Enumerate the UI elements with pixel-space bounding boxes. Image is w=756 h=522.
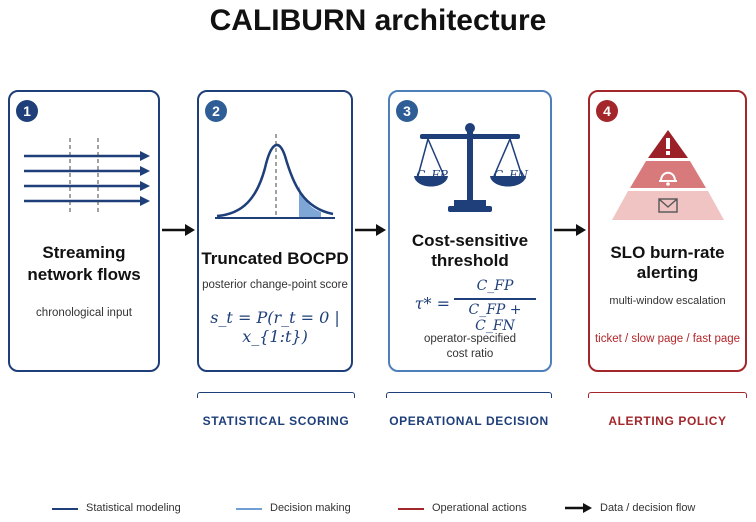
scale-left-label: C_FP bbox=[416, 168, 448, 182]
bracket-label-statistical-scoring: STATISTICAL SCORING bbox=[202, 414, 350, 428]
bracket-statistical-scoring bbox=[197, 392, 355, 398]
card-slo-alerting: 4 SLO burn-rate alerting multi-window es… bbox=[588, 90, 747, 372]
legend-flow-arrow-icon bbox=[565, 503, 592, 513]
scale-right-label: C_FN bbox=[493, 168, 528, 182]
card-subtitle-line1: operator-specified bbox=[423, 333, 517, 345]
card-title-line1: Streaming bbox=[42, 243, 126, 262]
card-subtitle-line2: cost ratio bbox=[446, 348, 494, 360]
card-title-line1: SLO burn-rate bbox=[610, 243, 725, 262]
step-badge-2: 2 bbox=[205, 100, 227, 122]
legend-label-statistical: Statistical modeling bbox=[86, 502, 181, 514]
diagram-title: CALIBURN architecture bbox=[209, 4, 547, 37]
balance-scale-icon bbox=[414, 123, 526, 212]
card-streaming-flows: 1 Streaming network flows chronological … bbox=[8, 90, 160, 372]
card-subtitle: posterior change-point score bbox=[202, 279, 348, 291]
bracket-alerting-policy bbox=[588, 392, 747, 398]
card-truncated-bocpd: 2 Truncated BOCPD posterior change-point… bbox=[197, 90, 353, 372]
bocpd-formula: s_t = P(r_t = 0 | x_{1:t}) bbox=[210, 308, 340, 346]
flow-arrow-1-2 bbox=[162, 224, 195, 236]
legend-swatch-operational bbox=[398, 508, 424, 510]
parallel-flow-arrows-icon bbox=[24, 138, 150, 214]
escalation-levels: ticket / slow page / fast page bbox=[594, 333, 741, 345]
threshold-formula-lhs: τ* = bbox=[414, 294, 450, 313]
card-title-line2: network flows bbox=[27, 265, 141, 284]
legend-label-operational: Operational actions bbox=[432, 502, 527, 514]
card-title-line1: Cost-sensitive bbox=[411, 231, 529, 250]
legend-label-flow: Data / decision flow bbox=[600, 502, 696, 514]
bracket-operational-decision bbox=[386, 392, 552, 398]
bell-curve-icon bbox=[215, 134, 335, 219]
bracket-label-operational-decision: OPERATIONAL DECISION bbox=[389, 414, 549, 428]
envelope-icon bbox=[658, 198, 678, 213]
step-badge-3: 3 bbox=[396, 100, 418, 122]
card-title: Truncated BOCPD bbox=[201, 249, 349, 268]
flow-arrow-2-3 bbox=[355, 224, 386, 236]
flow-arrow-3-4 bbox=[554, 224, 586, 236]
fraction-bar bbox=[454, 298, 536, 300]
alert-pyramid-icon bbox=[612, 130, 724, 220]
legend-label-decision: Decision making bbox=[270, 502, 351, 514]
legend-swatch-statistical bbox=[52, 508, 78, 510]
threshold-formula-denominator: C_FP + C_FN bbox=[468, 302, 522, 334]
card-subtitle: chronological input bbox=[36, 307, 132, 319]
threshold-formula-numerator: C_FP bbox=[476, 278, 514, 294]
legend-swatch-decision bbox=[236, 508, 262, 510]
card-title-line2: threshold bbox=[431, 251, 509, 270]
card-title-line2: alerting bbox=[636, 263, 699, 282]
card-cost-threshold: 3 C_FP C_FN Cost-sensitive threshold τ* … bbox=[388, 90, 552, 372]
step-badge-1: 1 bbox=[16, 100, 38, 122]
step-badge-4: 4 bbox=[596, 100, 618, 122]
card-subtitle: multi-window escalation bbox=[609, 295, 726, 307]
bracket-label-alerting-policy: ALERTING POLICY bbox=[608, 414, 727, 428]
bell-icon bbox=[659, 171, 677, 186]
